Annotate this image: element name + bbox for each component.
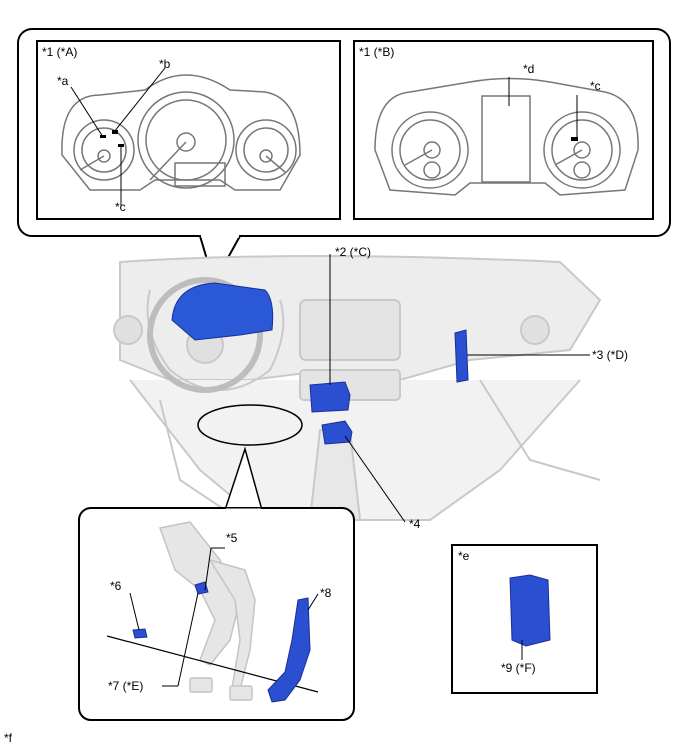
pedal-assembly-ghost (159, 521, 256, 701)
callout-b-label: *b (159, 57, 171, 71)
part-9 (509, 574, 551, 647)
label-5: *5 (226, 531, 238, 545)
panel-a-frame (36, 40, 341, 220)
panel-a-title: *1 (*A) (42, 45, 78, 59)
part-2 (309, 381, 351, 413)
callout-d-label: *d (523, 62, 535, 76)
part-6 (132, 628, 148, 639)
callout-c-label-a: *c (115, 200, 126, 214)
callout-c-label-b: *c (590, 79, 601, 93)
panel-b-title: *1 (*B) (359, 45, 395, 59)
pedal-area-marker (197, 404, 303, 446)
label-2: *2 (*C) (335, 245, 372, 259)
part-8 (267, 597, 311, 703)
footnote-label: *f (4, 731, 13, 745)
part-3 (454, 329, 469, 383)
label-3: *3 (*D) (592, 348, 629, 362)
panel-b-frame (353, 40, 654, 220)
part-4 (321, 420, 353, 445)
label-9: *9 (*F) (501, 661, 536, 675)
part-5 (194, 581, 209, 595)
callout-a-label: *a (57, 74, 69, 88)
label-8: *8 (320, 586, 332, 600)
meter-b-drawing (374, 77, 639, 196)
module-inset-title: *e (458, 549, 470, 563)
meter-a-drawing (61, 74, 301, 191)
label-4: *4 (409, 517, 421, 531)
label-6: *6 (110, 579, 122, 593)
combination-meter-part (171, 282, 274, 341)
label-7: *7 (*E) (108, 679, 144, 693)
